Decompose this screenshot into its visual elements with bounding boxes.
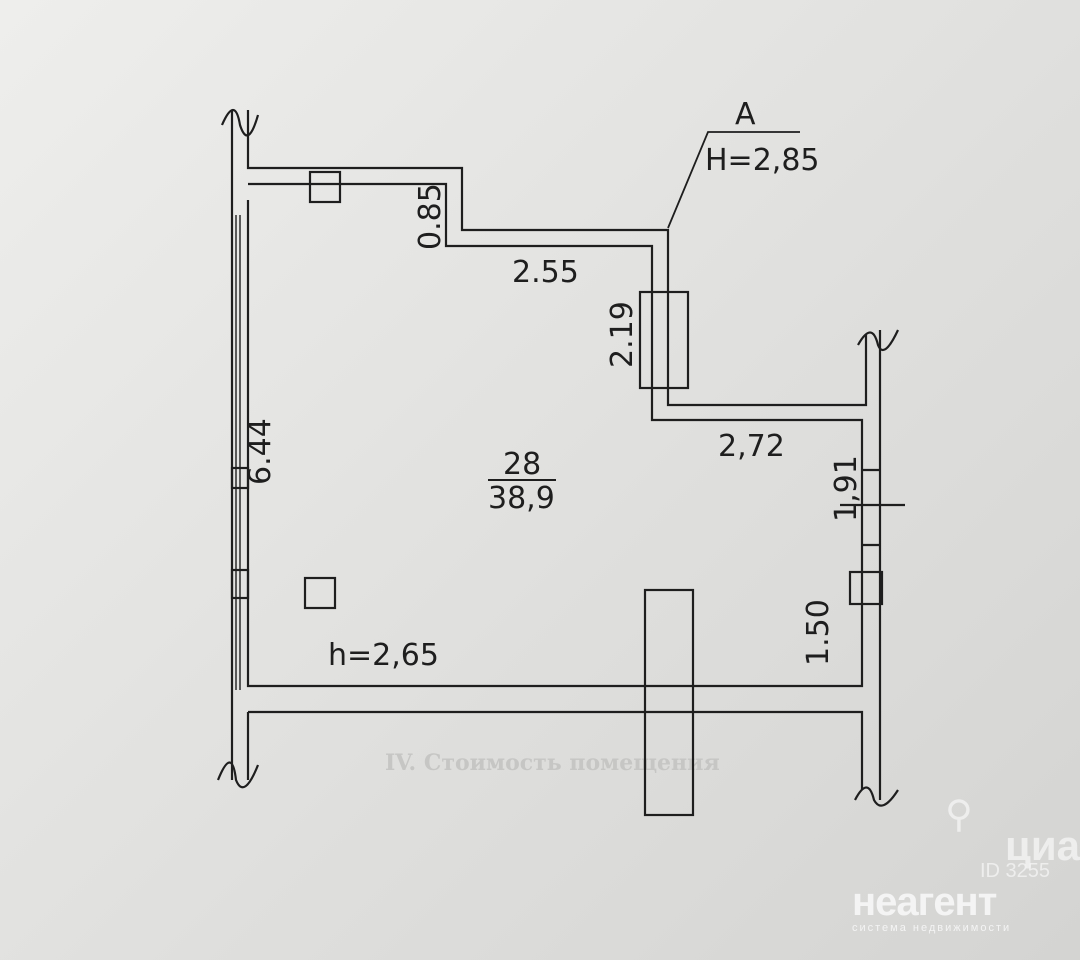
break-line xyxy=(220,108,260,137)
column xyxy=(643,588,695,817)
neagent-watermark: неагент xyxy=(852,880,997,924)
cian-id: ID 3255 xyxy=(980,860,1051,882)
room-height-label: h=2,65 xyxy=(328,638,439,673)
dim-top-segment: 2.55 xyxy=(512,255,579,290)
window-mullion xyxy=(230,568,250,600)
dim-left-wall: 6.44 xyxy=(243,418,278,485)
riser xyxy=(848,570,884,606)
dim-right-lower: 1.50 xyxy=(801,599,836,666)
dim-right-upper: 2.19 xyxy=(605,301,640,368)
ceiling-height-label: H=2,85 xyxy=(705,143,820,178)
cian-pin-icon: ⚲ xyxy=(945,794,973,836)
window xyxy=(235,215,241,690)
vent-shaft xyxy=(308,170,342,204)
cian-watermark: циан xyxy=(1005,822,1080,869)
wall-outline-outer xyxy=(246,330,882,800)
break-line xyxy=(854,786,899,807)
dim-right-step: 2,72 xyxy=(718,429,785,464)
wall-marks xyxy=(840,468,905,547)
wall-outline xyxy=(230,110,868,780)
background-section-heading: IV. Стоимость помещения xyxy=(385,750,720,776)
neagent-tagline: система недвижимости xyxy=(852,922,1012,934)
break-line xyxy=(857,329,899,352)
room-area: 38,9 xyxy=(488,481,555,516)
vent-shaft xyxy=(303,576,337,610)
window-mullion xyxy=(230,466,250,490)
walls xyxy=(216,108,905,817)
dim-top-step: 0.85 xyxy=(413,183,448,250)
column xyxy=(638,290,690,390)
break-line xyxy=(216,761,260,789)
dim-right-mid: 1,91 xyxy=(829,455,864,522)
leader-line xyxy=(667,131,800,229)
point-label: A xyxy=(735,97,756,132)
room-number: 28 xyxy=(503,447,541,482)
